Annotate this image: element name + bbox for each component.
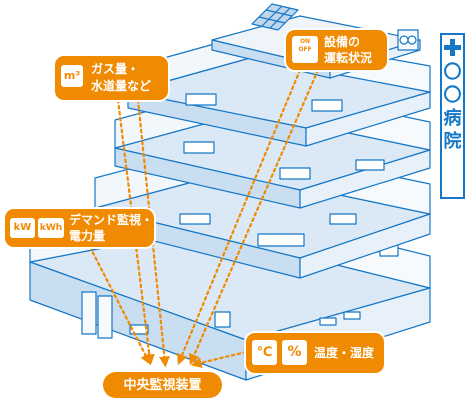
central-monitoring-label: 中央監視装置 [123, 378, 202, 393]
callout-equipment-status: ON OFF 設備の 運転状況 [286, 30, 387, 70]
callout-temp-humidity: ℃ % 温度・湿度 [246, 333, 384, 373]
hospital-name: 〇 〇 病 院 [443, 62, 462, 152]
callout-equipment-status-line1: 設備の [324, 35, 361, 49]
solar-panel [251, 3, 299, 31]
on-off-icon: ON OFF [292, 36, 318, 63]
medical-cross-icon [444, 39, 461, 56]
arrow-power [88, 245, 151, 365]
arrow-onoff-2 [189, 68, 320, 366]
callout-equipment-status-line2: 運転状況 [324, 51, 373, 65]
callout-gas-water-line2: 水道量など [91, 79, 152, 93]
callout-temp-humidity-label: 温度・湿度 [314, 346, 375, 360]
callout-demand-power: kW kWh デマンド監視・ 電力量 [5, 209, 154, 247]
central-monitoring-unit: 中央監視装置 [103, 372, 222, 398]
hospital-sign: 〇 〇 病 院 [440, 33, 465, 199]
cubic-meter-icon: m³ [61, 65, 83, 87]
callout-gas-water-line1: ガス量・ [91, 62, 140, 76]
celsius-icon: ℃ [252, 340, 277, 365]
arrow-temp [190, 350, 248, 369]
callout-demand-power-line2: 電力量 [69, 229, 106, 243]
arrow-onoff [177, 68, 302, 366]
kw-icon: kW [10, 218, 35, 238]
callout-gas-water: m³ ガス量・ 水道量など [55, 56, 168, 100]
kwh-icon: kWh [38, 218, 64, 238]
callout-demand-power-line1: デマンド監視・ [69, 213, 154, 227]
percent-icon: % [282, 340, 307, 365]
